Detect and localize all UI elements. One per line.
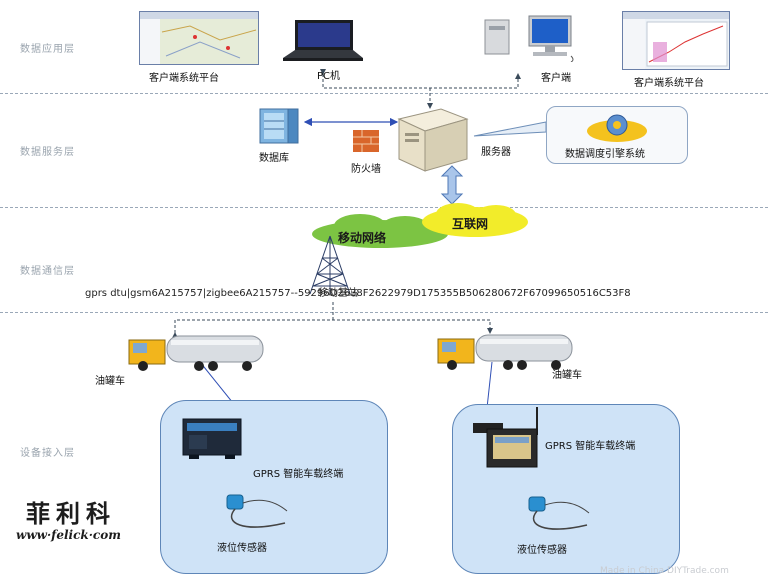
layer-divider <box>0 312 768 313</box>
laptop-icon <box>283 20 363 61</box>
sensor-label-left: 液位传感器 <box>217 543 267 554</box>
tanker-truck-icon-left <box>128 335 264 371</box>
layer-label-communication: 数据通信层 <box>20 266 75 277</box>
sensor-label-right: 液位传感器 <box>517 545 567 556</box>
database-icon <box>259 108 299 144</box>
client-platform-label-left: 客户端系统平台 <box>149 73 219 84</box>
base-station-tower-icon <box>309 235 351 295</box>
internet-cloud <box>422 203 528 237</box>
layer-divider <box>0 207 768 208</box>
tanker-truck-icon-right <box>437 334 573 370</box>
firewall-label: 防火墙 <box>351 164 381 175</box>
brand-url: www·felick·com <box>16 528 121 542</box>
pc-label: PC机 <box>317 71 341 82</box>
level-sensor-icon-right <box>528 496 590 530</box>
client-platform-map-screenshot <box>139 11 259 65</box>
terminal-label-left: GPRS 智能车载终端 <box>253 469 344 480</box>
level-sensor-icon-left <box>226 494 288 528</box>
brand-logo: 菲利科 <box>26 499 116 528</box>
database-label: 数据库 <box>259 153 289 164</box>
mobile-network-label: 移动网络 <box>338 231 387 245</box>
layer-label-device: 设备接入层 <box>20 448 75 459</box>
desktop-computer-icon <box>484 15 574 62</box>
truck-label-left: 油罐车 <box>95 376 125 387</box>
layer-label-service: 数据服务层 <box>20 147 75 158</box>
keywords-line: gprs dtu|gsm6A215757|zigbee6A215757--592… <box>85 288 631 299</box>
client-platform-chart-screenshot <box>622 11 730 70</box>
gprs-terminal-icon-right <box>473 407 538 468</box>
layer-label-application: 数据应用层 <box>20 44 75 55</box>
server-icon <box>397 108 469 172</box>
gear-cloud-icon <box>587 114 647 142</box>
layer-divider <box>0 93 768 94</box>
server-label: 服务器 <box>481 147 511 158</box>
client-platform-label-right: 客户端系统平台 <box>634 78 704 89</box>
terminal-label-right: GPRS 智能车载终端 <box>545 441 636 452</box>
client-label: 客户端 <box>541 73 571 84</box>
device-balloon-right: GPRS 智能车载终端 液位传感器 <box>452 404 680 574</box>
device-balloon-left: GPRS 智能车载终端 液位传感器 <box>160 400 388 574</box>
firewall-icon <box>353 130 379 152</box>
engine-label: 数据调度引擎系统 <box>565 149 645 160</box>
gprs-terminal-icon-left <box>182 418 242 459</box>
internet-label: 互联网 <box>452 217 489 231</box>
base-station-label: 移动基站 <box>318 288 358 299</box>
truck-label-right: 油罐车 <box>552 370 582 381</box>
engine-callout: 数据调度引擎系统 <box>546 106 688 164</box>
watermark: Made in China DIYTrade.com <box>600 566 729 576</box>
mobile-network-cloud <box>312 214 448 248</box>
